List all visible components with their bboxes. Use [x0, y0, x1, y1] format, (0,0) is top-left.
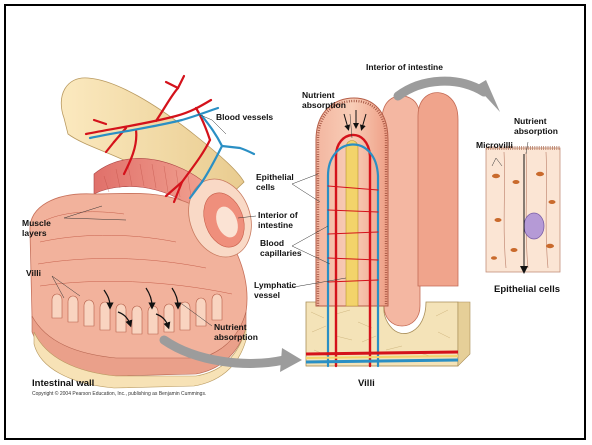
label-epithelial-cells-2: cells [256, 182, 275, 192]
label-nutrient-absorption-bottom-2: absorption [214, 332, 258, 342]
transition-arrowhead-right [476, 80, 500, 112]
epithelial-cell-detail [486, 148, 560, 274]
label-epithelial-cells-right: Epithelial cells [494, 284, 560, 295]
label-blood-capillaries-1: Blood [260, 238, 284, 248]
copyright-notice: Copyright © 2004 Pearson Education, Inc.… [32, 390, 206, 397]
label-nutrient-absorption-mid-1: Nutrient [302, 90, 335, 100]
diagram-slide: Blood vessels Muscle layers Interior of … [4, 4, 586, 440]
label-intestinal-wall: Intestinal wall [32, 378, 94, 389]
villus-detail [306, 93, 470, 366]
label-microvilli: Microvilli [476, 140, 513, 150]
label-blood-capillaries-2: capillaries [260, 248, 302, 258]
transition-arrowhead-left [280, 348, 302, 372]
label-lymphatic-vessel-1: Lymphatic [254, 280, 296, 290]
label-lymphatic-vessel-2: vessel [254, 290, 280, 300]
label-interior-intestine-2: intestine [258, 220, 293, 230]
label-villi-left: Villi [26, 268, 41, 278]
label-interior-intestine-1: Interior of [258, 210, 298, 220]
label-nutrient-absorption-right-1: Nutrient [514, 116, 547, 126]
label-interior-of-intestine-top: Interior of intestine [366, 62, 443, 72]
label-muscle-layers-2: layers [22, 228, 47, 238]
label-nutrient-absorption-bottom-1: Nutrient [214, 322, 247, 332]
label-blood-vessels: Blood vessels [216, 112, 273, 122]
label-epithelial-cells-1: Epithelial [256, 172, 294, 182]
label-nutrient-absorption-right-2: absorption [514, 126, 558, 136]
label-nutrient-absorption-mid-2: absorption [302, 100, 346, 110]
label-villi-center: Villi [358, 378, 375, 389]
small-intestine-diagram: Blood vessels Muscle layers Interior of … [6, 6, 586, 440]
label-muscle-layers-1: Muscle [22, 218, 51, 228]
